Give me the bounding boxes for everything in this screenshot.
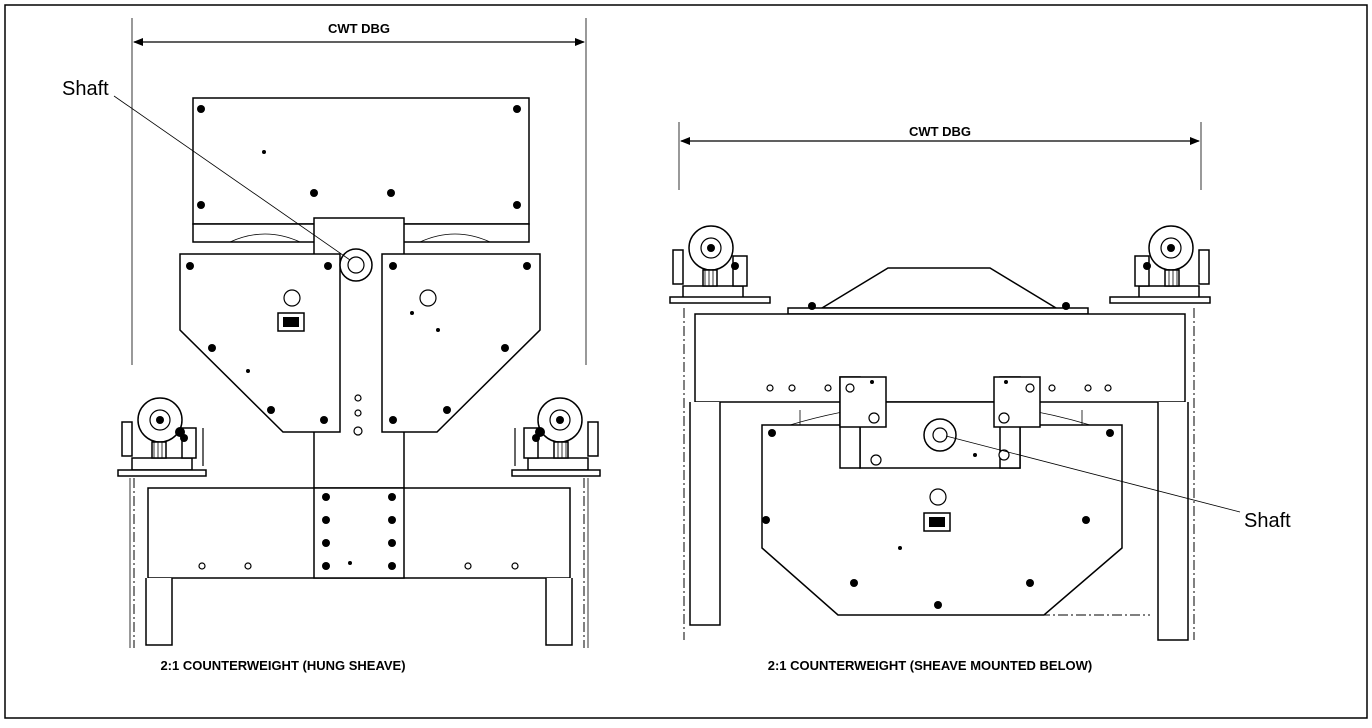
right-rail-left: [689, 402, 721, 626]
right-caption: 2:1 COUNTERWEIGHT (SHEAVE MOUNTED BELOW): [768, 658, 1093, 673]
right-figure: CWT DBG: [669, 122, 1291, 673]
left-guide-roller-left: [121, 397, 197, 471]
left-guide-roller-right: [523, 397, 599, 471]
left-caption: 2:1 COUNTERWEIGHT (HUNG SHEAVE): [160, 658, 405, 673]
left-shaft-callout: Shaft: [62, 78, 109, 100]
right-dimension-label: CWT DBG: [909, 124, 971, 139]
left-figure: CWT DBG: [62, 18, 601, 673]
right-main-weight-box: [694, 313, 1186, 403]
right-rail-right: [1157, 402, 1189, 641]
sheet-border: [4, 4, 1368, 719]
left-rail-right: [545, 578, 573, 646]
left-side-plate-left: [179, 253, 341, 433]
right-shaft-callout: Shaft: [1244, 510, 1291, 532]
left-shaft: [347, 256, 365, 274]
left-top-weight-box: [192, 97, 530, 225]
left-rail-left: [145, 578, 173, 646]
left-side-plate-right: [381, 253, 541, 433]
right-guide-roller-right: [1134, 225, 1210, 299]
right-sheave-hood: [819, 267, 1059, 309]
right-guide-roller-left: [672, 225, 748, 299]
right-shaft: [932, 427, 948, 443]
left-dimension-label: CWT DBG: [328, 21, 390, 36]
right-shaft-leader: [945, 435, 1241, 513]
left-shaft-leader: [113, 95, 351, 261]
